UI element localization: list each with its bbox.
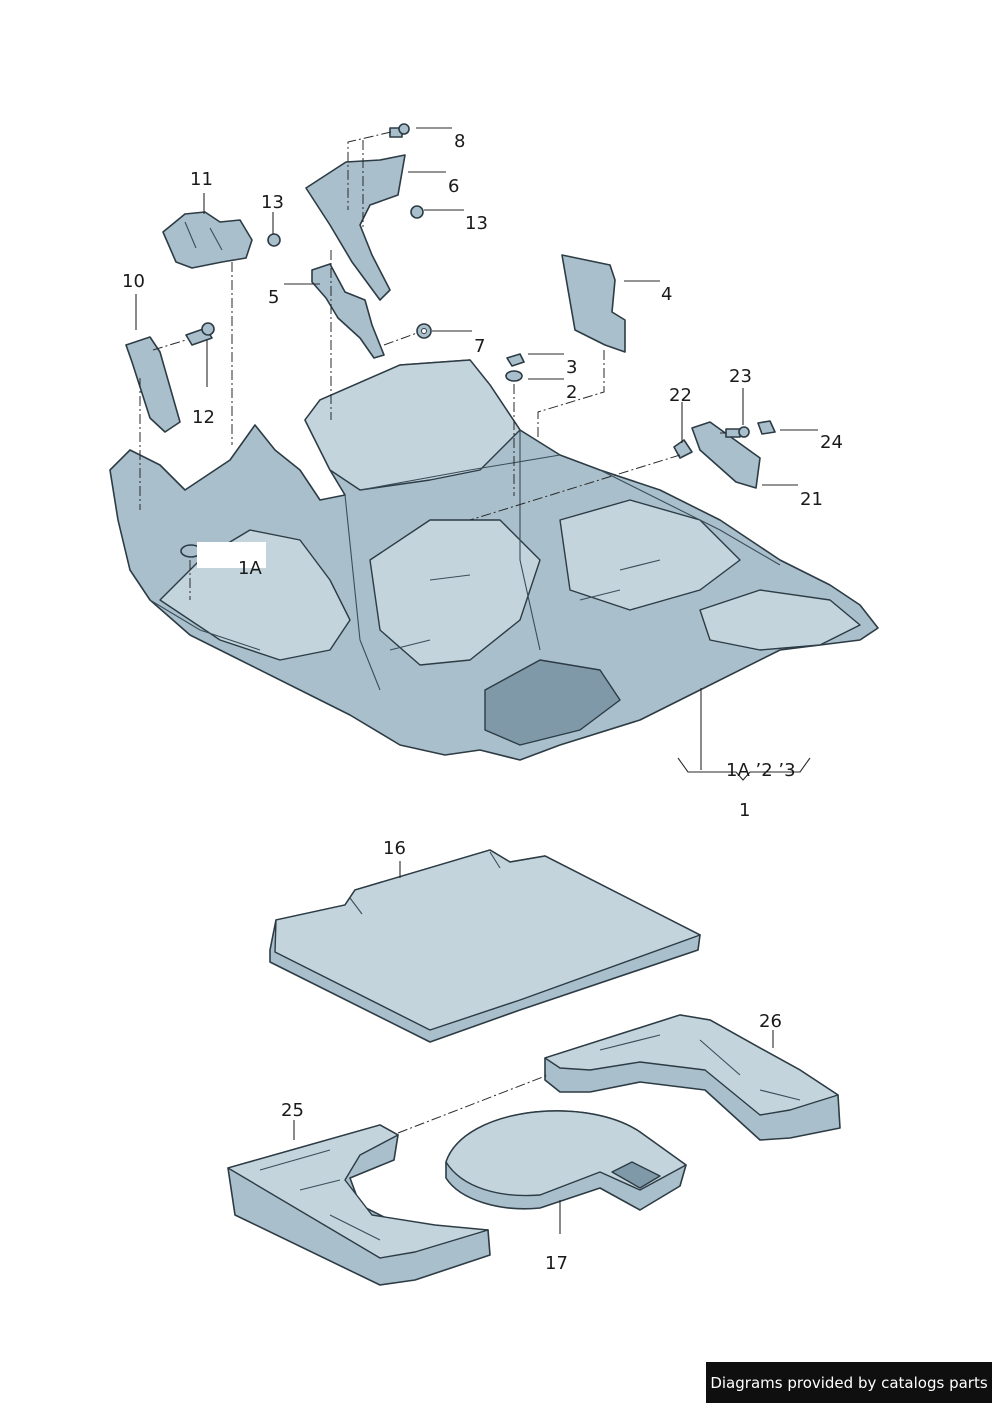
nut-part-3 xyxy=(506,353,525,367)
label-24: 24 xyxy=(820,432,843,453)
clip-part-13-left xyxy=(267,233,281,247)
callout-labels: 8 6 11 13 13 10 5 4 7 3 2 12 23 22 24 21… xyxy=(122,131,843,1274)
label-1A: 1A xyxy=(238,558,262,579)
footer-credit: Diagrams provided by catalogs parts xyxy=(706,1362,992,1403)
cover-part-10 xyxy=(125,336,181,433)
label-2: 2 xyxy=(566,382,577,403)
alignment-lines xyxy=(139,131,726,1134)
label-21: 21 xyxy=(800,489,823,510)
label-11: 11 xyxy=(190,169,213,190)
screw-part-8 xyxy=(389,123,410,138)
label-group-1A-2-3: 1A ’2 ’3 xyxy=(726,760,796,781)
tray-part-26 xyxy=(544,1014,841,1141)
clip-part-13-right xyxy=(410,205,424,219)
label-26: 26 xyxy=(759,1011,782,1032)
label-8: 8 xyxy=(454,131,465,152)
label-6: 6 xyxy=(448,176,459,197)
load-floor-part-16 xyxy=(269,849,701,1043)
label-10: 10 xyxy=(122,271,145,292)
label-4: 4 xyxy=(661,284,672,305)
trim-panel-part-4 xyxy=(561,254,626,353)
label-25: 25 xyxy=(281,1100,304,1121)
bracket-part-11 xyxy=(162,211,253,269)
label-16: 16 xyxy=(383,838,406,859)
label-22: 22 xyxy=(669,385,692,406)
label-3: 3 xyxy=(566,357,577,378)
bolt-part-23 xyxy=(725,426,750,438)
label-23: 23 xyxy=(729,366,752,387)
clip-part-24 xyxy=(757,420,776,435)
tray-part-25 xyxy=(227,1124,491,1286)
bracket-part-5 xyxy=(311,263,385,359)
washer-part-2 xyxy=(505,370,523,382)
label-13-left: 13 xyxy=(261,192,284,213)
label-1: 1 xyxy=(739,800,750,821)
label-7: 7 xyxy=(474,336,485,357)
clip-part-22 xyxy=(673,439,693,459)
label-13-right: 13 xyxy=(465,213,488,234)
label-12: 12 xyxy=(192,407,215,428)
foam-insert-part-17 xyxy=(445,1110,687,1211)
label-5: 5 xyxy=(268,287,279,308)
bracket-part-21 xyxy=(691,421,761,489)
panel-part-6 xyxy=(305,154,406,301)
bolt-part-12 xyxy=(185,322,215,346)
label-17: 17 xyxy=(545,1253,568,1274)
